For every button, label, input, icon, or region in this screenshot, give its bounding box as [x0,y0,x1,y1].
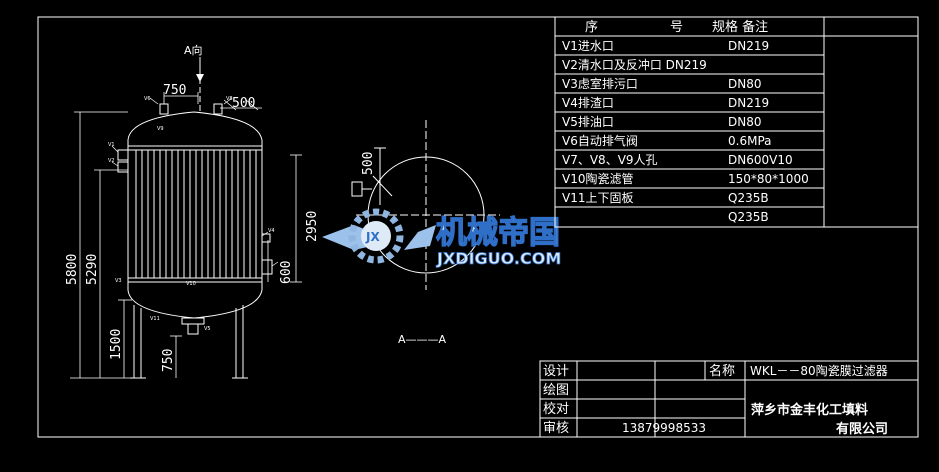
watermark-logo: JX 机械帝国 JXDIGUO.COM [322,208,562,268]
title-block-grid [539,360,919,438]
dim-5290: 5290 [85,254,100,285]
part-spec-8: 150*80*1000 [728,172,809,186]
view-label-a: A向 [184,43,203,57]
tb-phone: 13879998533 [622,421,706,435]
tag-v9: V9 [157,126,164,132]
tb-name-label: 名称 [709,363,735,379]
tb-company-line1: 萍乡市金丰化工填料 [751,402,868,418]
dim-1500: 1500 [109,329,124,360]
tag-v1: V1 [108,142,115,148]
part-spec-10: Q235B [728,210,769,224]
part-name-8: V10陶瓷滤管 [562,171,633,186]
tag-v4: V4 [268,228,275,234]
part-spec-7: DN600V10 [728,153,793,167]
part-spec-1: DN219 [728,39,769,53]
tag-v11: V11 [150,316,160,322]
dims-bottom [170,335,182,378]
watermark-text-en: JXDIGUO.COM [436,249,561,268]
tb-product-name: WKL－－80陶瓷膜过滤器 [750,363,888,378]
tb-design-label: 设计 [543,364,569,379]
gear-icon [348,208,404,264]
dims-top [163,92,262,111]
part-spec-4: DN219 [728,96,769,110]
tag-v8: V8 [226,96,233,102]
table-header-spec: 规格 备注 [712,19,768,35]
tag-v10: V10 [186,281,196,287]
dim-2950: 2950 [305,211,320,242]
tag-v2: V2 [108,158,115,164]
part-name-2: V2清水口及反冲口 DN219 [562,57,707,72]
tag-v5: V5 [204,326,211,332]
tb-draw-label: 绘图 [543,383,569,398]
dims-left [70,111,134,379]
dim-5800: 5800 [65,254,80,285]
table-header-num: 号 [670,20,683,35]
part-name-1: V1进水口 [562,39,614,53]
part-name-6: V6自动排气阀 [562,133,638,148]
watermark-badge: JX [365,230,380,244]
part-spec-9: Q235B [728,191,769,205]
dims-right [267,154,302,283]
vessel-front-view [117,60,273,379]
tag-v6: V6 [144,96,151,102]
part-name-4: V4排渣口 [562,96,614,110]
part-name-3: V3虑室排污口 [562,76,638,91]
part-name-7: V7、V8、V9人孔 [562,153,658,167]
dim-500-side: 500 [361,152,376,175]
tb-review-label: 审核 [543,421,569,436]
part-spec-3: DN80 [728,77,762,91]
dim-750-bottom: 750 [161,349,176,372]
part-spec-5: DN80 [728,115,762,129]
part-spec-6: 0.6MPa [728,134,772,148]
tag-v3: V3 [115,278,122,284]
part-name-9: V11上下固板 [562,191,633,205]
table-header-seq: 序 [585,20,598,35]
part-name-5: V5排油口 [562,115,614,129]
wing-left-icon [322,225,372,250]
tag-leaders [111,97,279,267]
section-label-aa: A———A [398,333,447,346]
dim-750-top: 750 [163,83,186,98]
dim-600: 600 [279,261,294,284]
dim-500-top: 500 [232,96,255,111]
wing-right-icon [404,225,436,250]
parts-table-grid [554,16,919,228]
watermark-text-cn: 机械帝国 [436,215,560,251]
tb-check-label: 校对 [543,401,569,417]
tb-company-line2: 有限公司 [836,421,888,437]
view-arrow-head [196,74,204,82]
